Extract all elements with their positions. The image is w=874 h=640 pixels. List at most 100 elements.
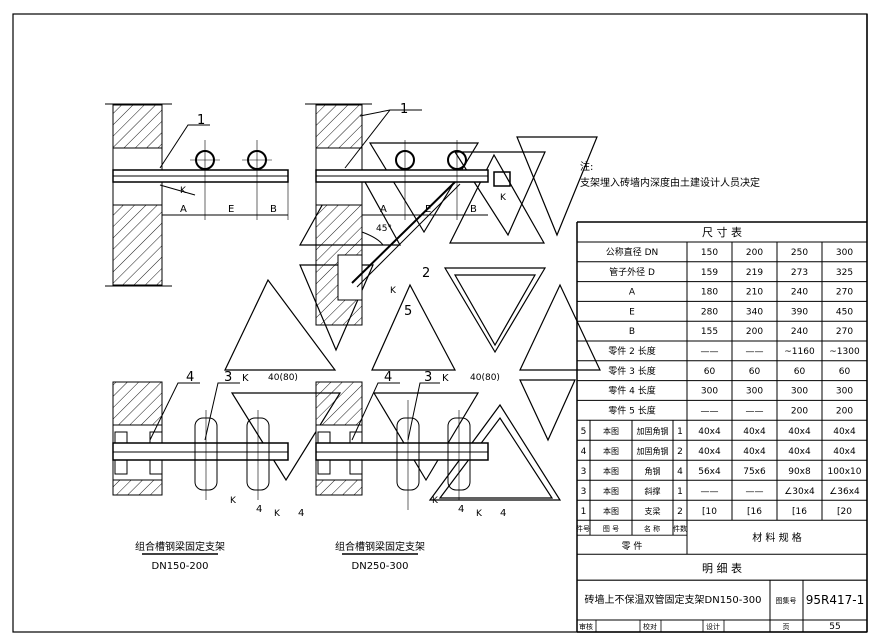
detail-bottom-left: 4 3 K 40(80) K 4 K 4 <box>112 370 304 519</box>
note-text: 支架埋入砖墙内深度由土建设计人员决定 <box>580 176 760 189</box>
weld-k-9: K <box>476 509 483 519</box>
dim-cell: 390 <box>791 307 808 317</box>
caption-left-range: DN150-200 <box>152 561 209 572</box>
part-no: 3 <box>581 467 587 477</box>
weld-k: K <box>180 186 187 196</box>
dim-cell: 200 <box>791 406 808 416</box>
dim-cell: 219 <box>746 268 763 278</box>
dim-row-label: 零件 5 长度 <box>608 404 655 416</box>
part-spec: 40x4 <box>743 427 766 437</box>
part-name: 斜撑 <box>645 486 661 496</box>
dim-cell: 200 <box>836 406 853 416</box>
part-qty: 1 <box>677 427 683 437</box>
part-spec: 40x4 <box>698 447 721 457</box>
part-spec: 40x4 <box>788 427 811 437</box>
dim-e: E <box>228 204 234 215</box>
dim-row-label: 零件 2 长度 <box>608 345 655 357</box>
detail-bottom-right: 4 3 K 40(80) K 4 K 4 <box>315 370 506 519</box>
dim-row-label: 管子外径 D <box>609 266 655 278</box>
part-spec: 40x4 <box>698 427 721 437</box>
dim-cell: 300 <box>836 248 853 258</box>
part-spec: [10 <box>702 507 717 517</box>
dim-cell: 340 <box>746 307 763 317</box>
part-drawing: 本图 <box>603 426 619 436</box>
weld-k-3: K <box>390 286 397 296</box>
header-parts: 零 件 <box>622 540 643 552</box>
dim-b: B <box>270 204 277 215</box>
dim-row-label: 零件 3 长度 <box>608 365 655 377</box>
weld-k-8: K <box>432 496 439 506</box>
part-no: 3 <box>581 487 587 497</box>
dim-cell: 180 <box>701 288 718 298</box>
part-name: 加固角钢 <box>637 426 669 436</box>
caption-right-range: DN250-300 <box>352 561 409 572</box>
dim-cell: 155 <box>701 327 718 337</box>
part-label-1: 1 <box>197 113 205 128</box>
part-qty: 2 <box>677 447 683 457</box>
dim-cell: 159 <box>701 268 718 278</box>
header-material: 材 料 规 格 <box>752 531 802 544</box>
dim-cell: 240 <box>791 327 808 337</box>
detail-top-right: 1 A E B 45° 2 5 K K <box>305 102 511 326</box>
part-spec: [16 <box>747 507 762 517</box>
atlas-label: 图集号 <box>776 596 797 605</box>
part-spec: 40x4 <box>743 447 766 457</box>
dim-cell: 210 <box>746 288 763 298</box>
weld-size: 4 <box>256 504 262 515</box>
dim-cell: 450 <box>836 307 853 317</box>
header-qty: 件数 <box>673 524 687 533</box>
dim-row-label: 零件 4 长度 <box>608 385 655 397</box>
part-label-1b: 1 <box>400 102 408 117</box>
part-spec: —— <box>746 487 764 497</box>
weld-k-6: K <box>274 509 281 519</box>
check-label: 校对 <box>643 622 657 631</box>
dim-cell: 60 <box>794 367 806 377</box>
parts-table-title: 明 细 表 <box>702 561 742 575</box>
caption-right-title: 组合槽钢梁固定支架 <box>335 540 425 553</box>
weld-k-2: K <box>500 193 507 203</box>
weld-size-4: 4 <box>500 508 506 519</box>
part-drawing: 本图 <box>603 506 619 516</box>
note-title: 注: <box>580 160 593 173</box>
part-name: 加固角钢 <box>637 446 669 456</box>
dim-b-2: B <box>470 204 477 215</box>
dim-cell: ~1300 <box>829 347 860 357</box>
part-no: 4 <box>581 447 587 457</box>
dim-cell: ~1160 <box>784 347 815 357</box>
weld-k-5: K <box>230 496 237 506</box>
dim-cell: 240 <box>791 288 808 298</box>
part-drawing: 本图 <box>603 466 619 476</box>
weld-size-2: 4 <box>298 508 304 519</box>
part-label-3: 3 <box>224 370 232 385</box>
part-qty: 4 <box>677 467 683 477</box>
header-name: 名 称 <box>644 524 660 533</box>
dim-a: A <box>180 204 187 215</box>
atlas-number: 95R417-1 <box>806 593 864 607</box>
part-spec: 40x4 <box>788 447 811 457</box>
dim-row-label: E <box>629 307 635 317</box>
dim-row-label: B <box>629 327 635 337</box>
part-label-2: 2 <box>422 266 430 281</box>
dim-cell: 300 <box>836 387 853 397</box>
dim-table-title: 尺 寸 表 <box>702 225 742 239</box>
caption-left-title: 组合槽钢梁固定支架 <box>135 540 225 553</box>
part-spec: 90x8 <box>788 467 811 477</box>
weld-k-4: K <box>242 373 249 384</box>
dim-cell: 270 <box>836 327 853 337</box>
part-label-4: 4 <box>186 370 194 385</box>
review-label: 审核 <box>579 622 593 631</box>
part-spec: ∠30x4 <box>784 487 815 497</box>
dim-cell: —— <box>746 347 764 357</box>
weld-length: 40(80) <box>268 373 298 383</box>
dim-cell: 273 <box>791 268 808 278</box>
design-label: 设计 <box>706 622 720 631</box>
part-spec: [20 <box>837 507 852 517</box>
page-label: 页 <box>783 623 790 631</box>
dim-cell: 300 <box>791 387 808 397</box>
part-spec: ∠36x4 <box>829 487 860 497</box>
part-drawing: 本图 <box>603 486 619 496</box>
dim-cell: 300 <box>701 387 718 397</box>
dim-cell: 325 <box>836 268 853 278</box>
dim-cell: 150 <box>701 248 718 258</box>
